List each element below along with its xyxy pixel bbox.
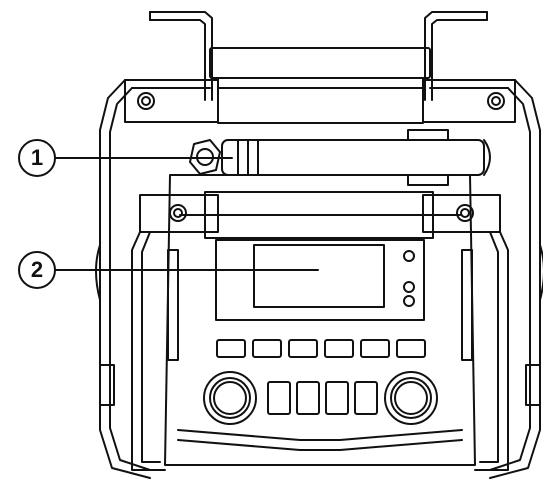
preset-button-3[interactable] xyxy=(288,339,318,358)
lower-panel-contour xyxy=(177,429,463,451)
preset-button-2[interactable] xyxy=(252,339,282,358)
top-handle-block xyxy=(209,47,431,124)
preset-buttons xyxy=(216,339,426,358)
right-knob[interactable] xyxy=(384,371,438,425)
callout-2-label: 2 xyxy=(31,257,43,282)
right-carry-handle xyxy=(424,11,488,101)
display-button-2[interactable] xyxy=(403,281,415,293)
right-side-upright xyxy=(461,231,509,471)
left-bumper-frame xyxy=(95,79,151,479)
preset-button-1[interactable] xyxy=(216,339,246,358)
left-carry-handle xyxy=(149,11,213,101)
function-button-3[interactable] xyxy=(325,381,349,415)
right-bumper-frame xyxy=(489,79,543,479)
display-button-3[interactable] xyxy=(403,295,415,307)
callout-1: 1 xyxy=(18,139,233,177)
display-button-1[interactable] xyxy=(403,250,415,262)
callout-2: 2 xyxy=(18,251,319,289)
lcd-display xyxy=(253,244,385,308)
callout-1-label: 1 xyxy=(31,145,43,170)
function-button-1[interactable] xyxy=(267,381,291,415)
preset-button-5[interactable] xyxy=(360,339,390,358)
antenna xyxy=(189,129,491,186)
left-knob[interactable] xyxy=(203,371,257,425)
preset-button-6[interactable] xyxy=(396,339,426,358)
upper-roll-bar xyxy=(124,79,516,123)
control-panel xyxy=(215,239,425,321)
display-buttons xyxy=(403,250,415,307)
preset-button-4[interactable] xyxy=(324,339,354,358)
function-button-2[interactable] xyxy=(296,381,320,415)
function-buttons xyxy=(267,381,378,415)
left-side-upright xyxy=(131,231,179,471)
function-button-4[interactable] xyxy=(354,381,378,415)
